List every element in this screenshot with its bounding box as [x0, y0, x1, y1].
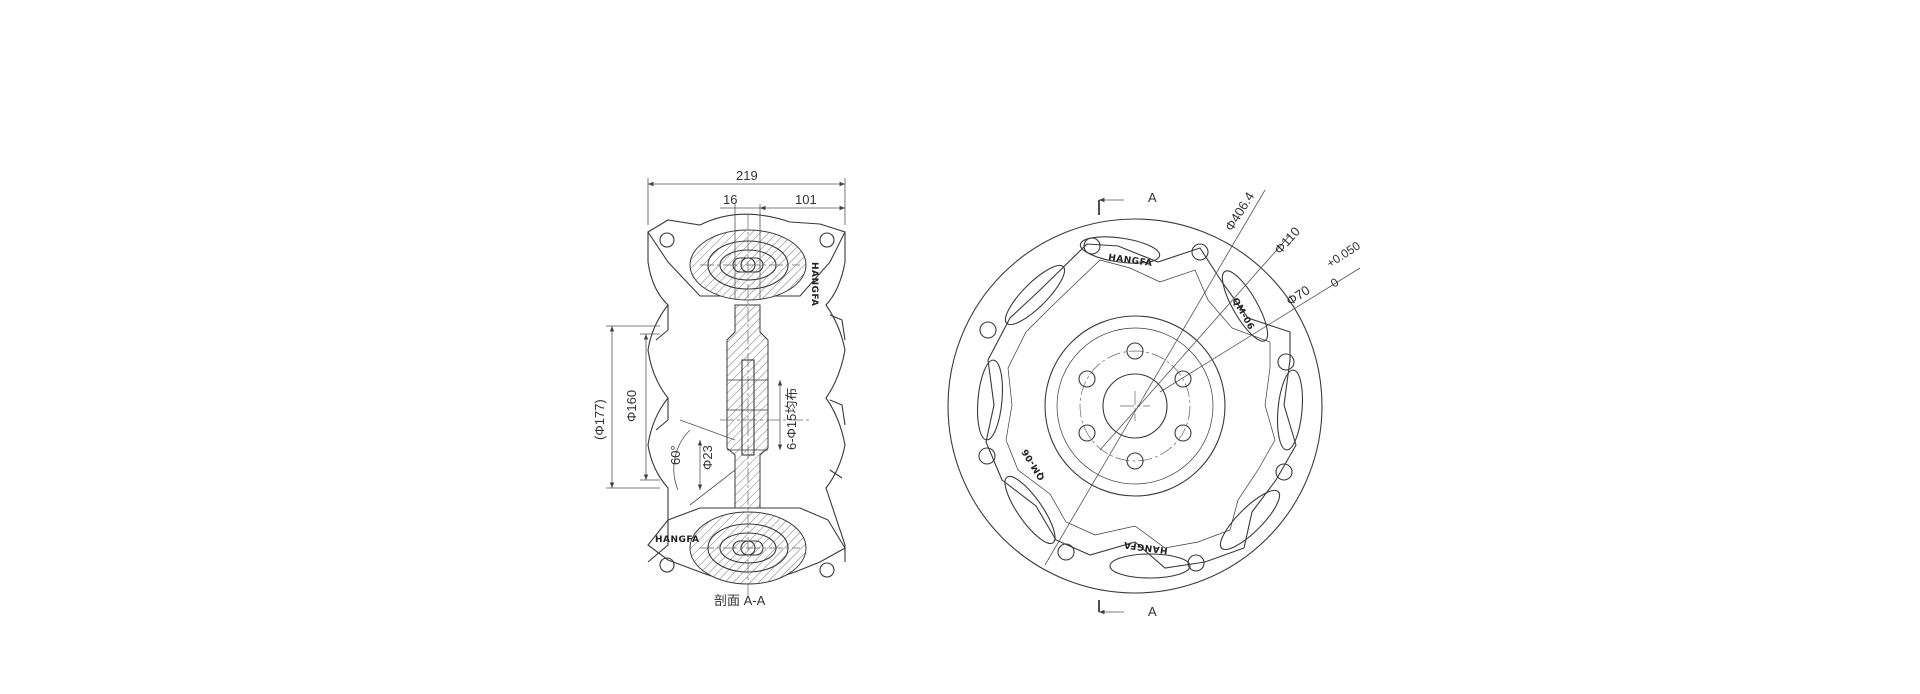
- frame-outline: [985, 243, 1297, 569]
- top-roller-body: [647, 213, 846, 297]
- leader-70: [1159, 267, 1361, 393]
- section-brand-bottom: HANGFA: [655, 535, 700, 545]
- leader-110: [1099, 234, 1291, 451]
- section-outline: [647, 232, 846, 563]
- dim-holes-label: 6-Φ15均布: [784, 388, 799, 450]
- hub-hole-1: [1126, 342, 1144, 360]
- roller-top: [1079, 236, 1161, 264]
- dim-70-tol-lower: 0: [1328, 275, 1341, 291]
- front-view: A A: [947, 189, 1363, 619]
- bolt-1: [1083, 237, 1101, 255]
- frame-inner: [1005, 259, 1276, 549]
- hub-outer-circle: [1044, 315, 1226, 497]
- bolt-5: [1187, 554, 1205, 572]
- hub-hole-2: [1174, 370, 1192, 388]
- roller-bolts: [978, 237, 1295, 572]
- section-view: HANGFA HANGFA 219 16 101 (Φ177) Φ16: [592, 168, 846, 608]
- dim-177-label: (Φ177): [592, 399, 607, 440]
- roller-top-right: [1221, 270, 1269, 342]
- hub-holes: [1078, 342, 1192, 470]
- roller-right: [1276, 369, 1304, 451]
- dim-219-label: 219: [736, 168, 758, 183]
- bolt-7: [978, 447, 996, 465]
- bolt-6: [1057, 543, 1075, 561]
- dim-60-leg-2: [689, 469, 736, 506]
- roller-bottom-left: [1004, 475, 1056, 545]
- outer-diameter-circle: [947, 218, 1323, 594]
- hub-hole-4: [1126, 452, 1144, 470]
- hub-web-section: [726, 304, 769, 509]
- brand-top: HANGFA: [1108, 253, 1153, 269]
- hub-hole-5: [1078, 424, 1096, 442]
- roller-bottom: [1109, 553, 1191, 579]
- section-mark-top: A: [1148, 190, 1157, 205]
- bolt-pcd-circle: [1079, 350, 1191, 462]
- brand-bottom: HANGFA: [1123, 539, 1168, 555]
- bolt-4: [1275, 463, 1293, 481]
- dim-16-label: 16: [723, 192, 737, 207]
- roller-bottom-right: [1219, 489, 1281, 551]
- dim-60-arc: [673, 429, 691, 491]
- roller-top-left: [1004, 264, 1066, 326]
- dim-60-leg-1: [679, 419, 736, 441]
- section-brand-top: HANGFA: [809, 262, 819, 307]
- section-bolt-top-right: [819, 232, 835, 248]
- dim-160-label: Φ160: [624, 390, 639, 422]
- right-side-rollers: [655, 314, 846, 479]
- roller-left: [976, 359, 1004, 441]
- hub-flange-circle: [1056, 327, 1214, 485]
- dim-406-label: Φ406.4: [1222, 189, 1257, 233]
- section-mark-bottom: A: [1148, 604, 1157, 619]
- brand-left: QM-06: [1020, 446, 1047, 481]
- dim-23-label: Φ23: [700, 445, 715, 470]
- rollers: [976, 236, 1304, 579]
- bolt-8: [979, 321, 997, 339]
- section-bolt-bottom-left: [659, 557, 675, 573]
- leader-406: [1044, 189, 1266, 566]
- section-bolt-top-left: [659, 232, 675, 248]
- bore-circle: [1102, 373, 1168, 439]
- dim-70-tol-upper: +0.050: [1324, 238, 1363, 270]
- bolt-3: [1277, 353, 1295, 371]
- dim-101-label: 101: [795, 192, 817, 207]
- section-bolt-bottom-right: [819, 562, 835, 578]
- section-caption: 剖面 A-A: [714, 593, 766, 608]
- hub-hole-6: [1078, 370, 1096, 388]
- bolt-2: [1191, 243, 1209, 261]
- brand-right: QM-06: [1229, 297, 1255, 333]
- hub-hole-3: [1174, 424, 1192, 442]
- dim-110-label: Φ110: [1271, 224, 1303, 257]
- dim-60-label: 60°: [668, 445, 683, 465]
- dim-70-label: Φ70: [1283, 282, 1312, 308]
